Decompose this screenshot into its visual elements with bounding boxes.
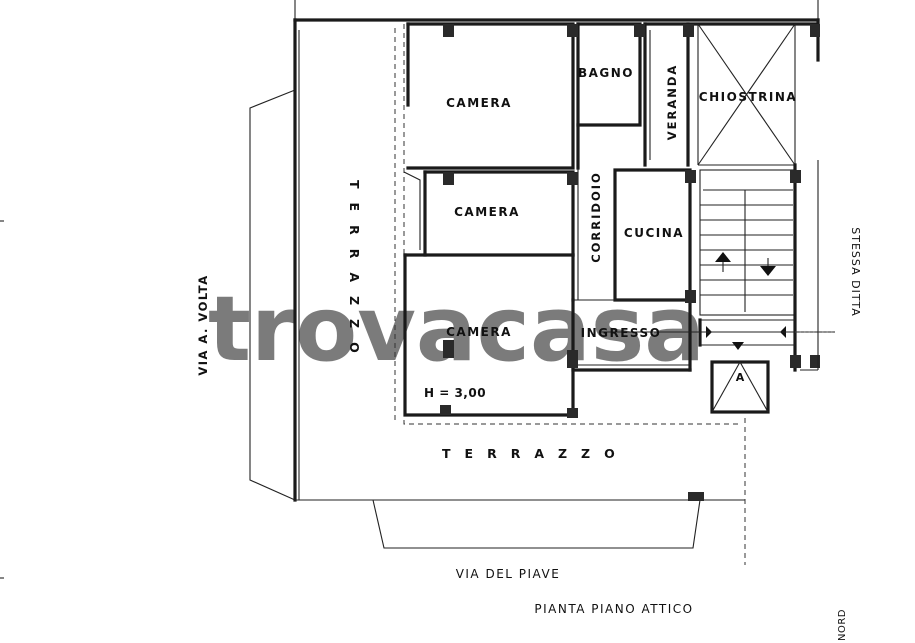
apartment-walls (403, 18, 820, 417)
top-boundary (293, 0, 820, 22)
room-label-corridoio: CORRIDOIO (589, 171, 603, 263)
room-label-camera-2: CAMERA (454, 205, 520, 219)
stair-up-arrow-icon (715, 252, 731, 262)
street-label-via-del-piave: VIA DEL PIAVE (456, 567, 561, 581)
landing-down-arrow-icon (732, 342, 744, 350)
drawing-title: PIANTA PIANO ATTICO (534, 602, 693, 616)
room-label-terrazzo-left: TERRAZZO (347, 180, 362, 367)
room-label-terrazzo-bottom: TERRAZZO (442, 446, 629, 461)
terrazzo-left-outline (249, 18, 745, 502)
room-label-veranda: VERANDA (665, 64, 679, 141)
lift-label: A (736, 371, 745, 384)
stair-down-arrow-icon (760, 266, 776, 276)
apartment-boundary (394, 24, 740, 425)
ceiling-height-label: H = 3,00 (424, 386, 486, 400)
lift: A (710, 360, 770, 414)
neighbour-label-stessa-ditta: STESSA DITTA (849, 227, 862, 316)
room-label-ingresso: INGRESSO (581, 326, 662, 340)
street-label-via-volta: VIA A. VOLTA (196, 274, 210, 375)
room-label-camera-3: CAMERA (446, 325, 512, 339)
terrazzo-bottom-outline (372, 418, 746, 565)
room-label-chiostrina: CHIOSTRINA (699, 90, 797, 104)
neighbour-boundary (800, 160, 819, 371)
room-label-camera-1: CAMERA (446, 96, 512, 110)
room-label-cucina: CUCINA (624, 226, 684, 240)
north-label: NORD (837, 609, 848, 641)
stairwell (600, 163, 835, 372)
room-label-bagno: BAGNO (578, 66, 634, 80)
pillars (440, 24, 820, 418)
